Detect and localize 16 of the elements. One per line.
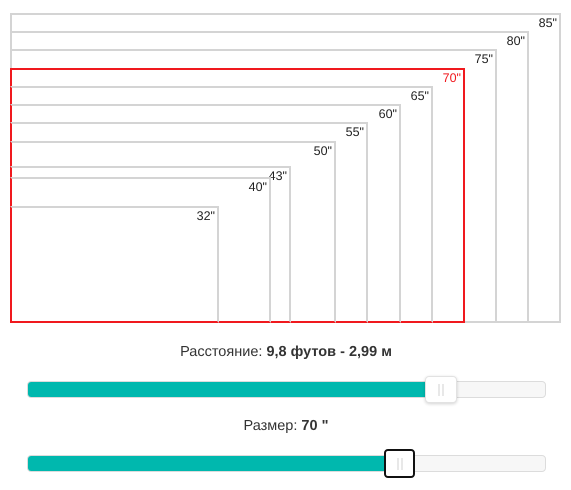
- size-label: 85": [538, 16, 557, 30]
- size-label: 75": [474, 52, 493, 66]
- size-label: 32": [196, 209, 215, 223]
- size-label: 65": [410, 89, 429, 103]
- size-label: 70": [442, 71, 461, 85]
- size-label: 80": [506, 34, 525, 48]
- size-label: 50": [314, 144, 332, 158]
- screen-size-outline: [10, 122, 368, 323]
- slider-label: Размер: 70 ": [244, 417, 328, 435]
- slider-label: Расстояние: 9,8 футов - 2,99 м: [180, 343, 392, 361]
- screen-size-outline: [10, 141, 336, 323]
- screen-size-outline: [10, 206, 219, 323]
- size-label: 40": [248, 180, 267, 194]
- size-label: 60": [378, 107, 397, 121]
- size-label: 55": [346, 125, 364, 139]
- size-label: 43": [268, 169, 287, 183]
